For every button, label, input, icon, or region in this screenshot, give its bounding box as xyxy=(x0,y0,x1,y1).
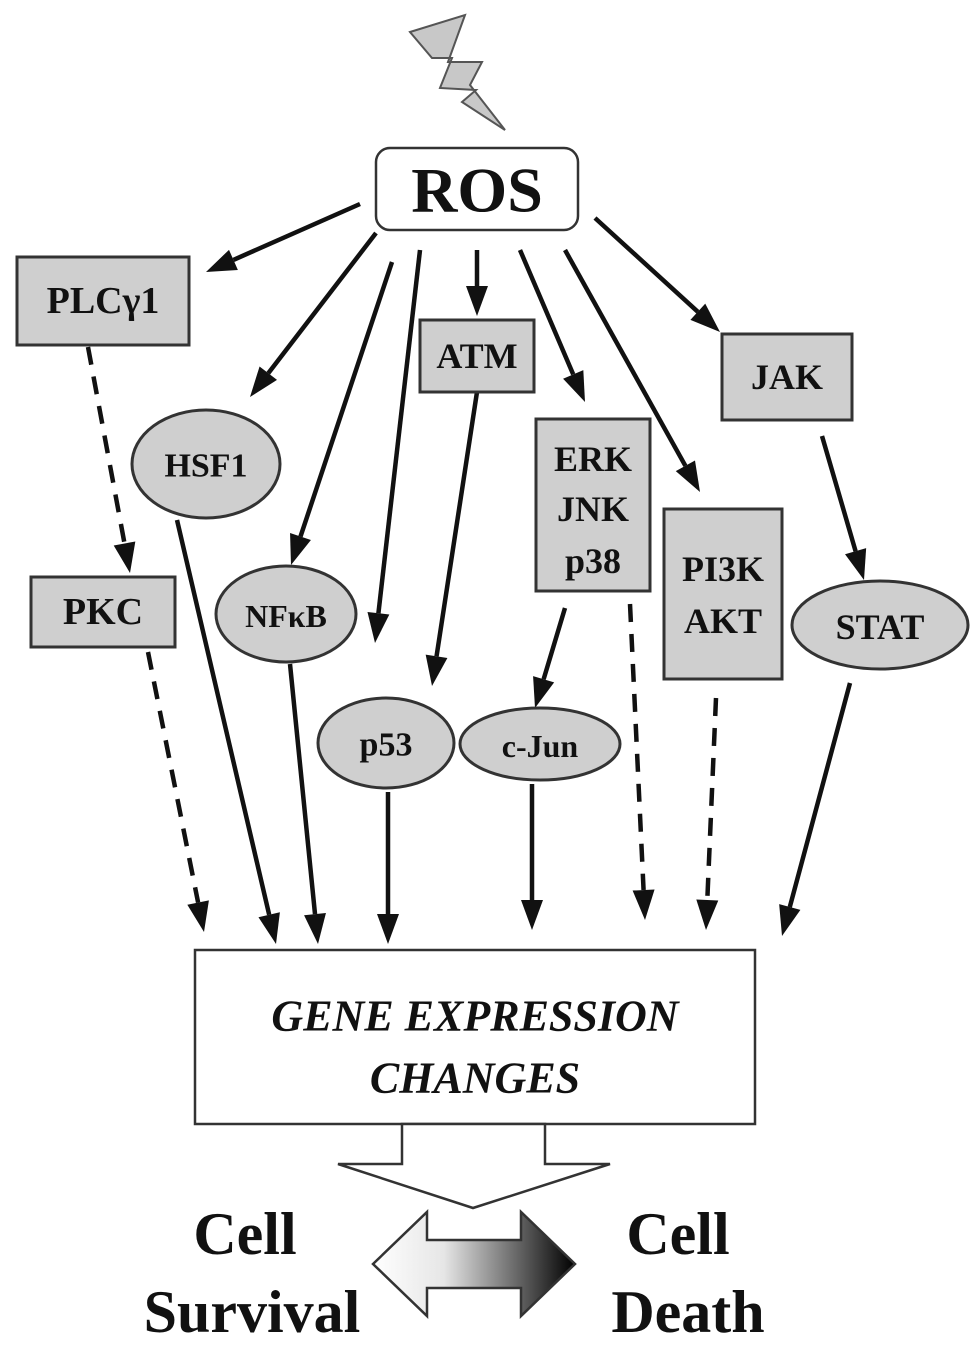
edge-p53-to-gene_expression xyxy=(377,792,399,944)
edge-arrowhead xyxy=(696,899,719,930)
edge-ros-to-p53 xyxy=(367,249,423,643)
edge-line xyxy=(174,519,272,916)
edge-arrowhead xyxy=(845,548,867,580)
edge-ros-to-nfkb xyxy=(290,261,395,565)
edge-arrowhead xyxy=(187,900,209,932)
edge-line xyxy=(434,391,480,657)
edge-arrowhead xyxy=(675,460,700,492)
gene-expression-label-line1: GENE EXPRESSION xyxy=(271,992,680,1041)
edge-cjun-to-gene_expression xyxy=(521,784,543,930)
edge-arrowhead xyxy=(690,303,720,332)
outcome-survival-line1: Cell xyxy=(193,1201,296,1267)
edge-hsf1-to-gene_expression xyxy=(174,519,280,944)
edge-line xyxy=(541,607,568,680)
edge-line xyxy=(85,346,127,544)
edge-arrowhead xyxy=(632,889,655,920)
edge-line xyxy=(787,682,853,908)
outcome-death-line2: Death xyxy=(611,1279,764,1345)
node-plcg1-label: PLCγ1 xyxy=(47,280,160,322)
node-plcg1: PLCγ1 xyxy=(15,255,191,347)
edge-arrowhead xyxy=(466,286,488,316)
edge-erk_jnk_p38-to-gene_expression xyxy=(627,603,655,920)
edge-plcg1-to-pkc xyxy=(85,346,136,573)
node-p38-label: p38 xyxy=(565,541,621,581)
outcome-survival-line2: Survival xyxy=(144,1279,361,1345)
edge-line xyxy=(705,697,719,901)
survival-death-double-arrow xyxy=(371,1209,577,1319)
edge-line xyxy=(376,249,423,614)
edge-line xyxy=(298,261,395,538)
node-p53-label: p53 xyxy=(360,727,413,764)
edge-line xyxy=(287,663,318,915)
node-akt-label: AKT xyxy=(684,601,762,641)
node-ros: ROS xyxy=(374,146,580,232)
outcome-down-arrow xyxy=(337,1122,611,1210)
edge-arrowhead xyxy=(290,533,311,565)
edge-nfkb-to-gene_expression xyxy=(287,663,326,944)
node-p53: p53 xyxy=(316,696,456,790)
edge-ros-to-plcg1 xyxy=(206,201,361,272)
edge-line xyxy=(563,248,688,467)
edge-arrowhead xyxy=(258,912,280,944)
node-stat-label: STAT xyxy=(836,607,925,647)
node-hsf1-label: HSF1 xyxy=(164,448,247,485)
edge-pkc-to-gene_expression xyxy=(145,651,209,932)
edge-arrowhead xyxy=(250,366,278,397)
edge-ros-to-erk_jnk_p38 xyxy=(517,249,585,402)
node-hsf1: HSF1 xyxy=(130,408,282,520)
edges-layer xyxy=(85,201,867,944)
edge-atm-to-p53 xyxy=(425,391,480,686)
node-jak: JAK xyxy=(720,332,854,422)
edge-arrowhead xyxy=(779,904,801,936)
node-gene-expression: GENE EXPRESSION CHANGES xyxy=(193,948,757,1126)
edge-line xyxy=(145,651,201,904)
edge-arrowhead xyxy=(563,370,585,402)
edge-arrowhead xyxy=(367,611,390,643)
edge-arrowhead xyxy=(533,676,555,708)
edge-line xyxy=(593,216,700,314)
edge-ros-to-hsf1 xyxy=(250,231,378,397)
gene-expression-label-line2: CHANGES xyxy=(370,1054,580,1103)
edge-jak-to-stat xyxy=(819,435,867,580)
edge-pi3k_akt-to-gene_expression xyxy=(696,697,719,930)
node-erk-label: ERK xyxy=(554,439,632,479)
edge-line xyxy=(627,603,646,891)
node-atm: ATM xyxy=(418,318,536,394)
edge-arrowhead xyxy=(113,541,136,573)
node-jnk-label: JNK xyxy=(557,489,629,529)
node-pi3k-label: PI3K xyxy=(682,549,764,589)
edge-stat-to-gene_expression xyxy=(779,682,853,936)
node-ros-label: ROS xyxy=(411,155,543,226)
node-pi3k-akt: PI3K AKT xyxy=(662,507,784,681)
edge-ros-to-jak xyxy=(593,216,720,332)
node-cjun-label: c-Jun xyxy=(502,728,579,764)
edge-arrowhead xyxy=(425,654,448,686)
node-jak-label: JAK xyxy=(751,357,823,397)
lightning-bolt-icon xyxy=(408,13,506,131)
node-cjun: c-Jun xyxy=(458,706,622,782)
node-pkc-label: PKC xyxy=(63,591,143,633)
node-pkc: PKC xyxy=(29,575,177,649)
edge-arrowhead xyxy=(206,249,238,272)
edge-ros-to-atm xyxy=(466,250,488,316)
edge-arrowhead xyxy=(304,913,326,944)
edge-line xyxy=(517,249,576,376)
node-erk-jnk-p38: ERK JNK p38 xyxy=(534,417,652,593)
outcome-death-line1: Cell xyxy=(626,1201,729,1267)
edge-line xyxy=(266,231,378,375)
node-atm-label: ATM xyxy=(436,336,517,376)
edge-arrowhead xyxy=(521,900,543,930)
node-stat: STAT xyxy=(790,579,970,671)
edge-arrowhead xyxy=(377,914,399,944)
edge-line xyxy=(232,201,361,262)
node-nfkb-label: NFκB xyxy=(245,598,327,634)
edge-ros-to-pi3k_akt xyxy=(563,248,700,492)
node-nfkb: NFκB xyxy=(214,564,358,664)
edge-erk_jnk_p38-to-cjun xyxy=(533,607,568,708)
edge-line xyxy=(819,435,858,552)
